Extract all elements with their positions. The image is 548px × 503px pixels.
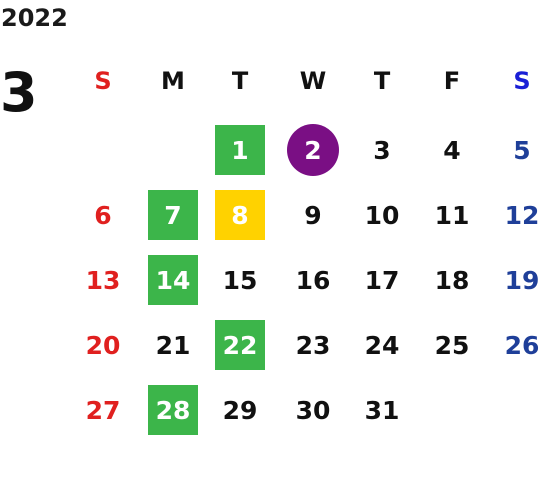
weekday-header-6: S [513,67,531,95]
day-cell-22[interactable]: 22 [215,320,265,370]
day-cell-24[interactable]: 24 [364,330,400,360]
day-cell-20[interactable]: 20 [85,330,121,360]
day-cell-28[interactable]: 28 [148,385,198,435]
day-cell-8[interactable]: 8 [215,190,265,240]
day-cell-7[interactable]: 7 [148,190,198,240]
day-cell-1[interactable]: 1 [215,125,265,175]
weekday-header-0: S [94,67,112,95]
day-cell-11[interactable]: 11 [434,200,470,230]
day-cell-12[interactable]: 12 [504,200,540,230]
day-cell-25[interactable]: 25 [434,330,470,360]
day-cell-30[interactable]: 30 [295,395,331,425]
day-cell-5[interactable]: 5 [513,135,531,165]
weekday-header-5: F [443,67,461,95]
day-cell-18[interactable]: 18 [434,265,470,295]
month-number: 3 [0,61,38,124]
day-cell-6[interactable]: 6 [94,200,112,230]
day-cell-17[interactable]: 17 [364,265,400,295]
day-cell-2[interactable]: 2 [287,124,339,176]
weekday-header-3: W [299,67,327,95]
day-cell-3[interactable]: 3 [373,135,391,165]
day-cell-9[interactable]: 9 [304,200,322,230]
day-cell-27[interactable]: 27 [85,395,121,425]
day-cell-29[interactable]: 29 [222,395,258,425]
weekday-header-1: M [161,67,185,95]
day-cell-14[interactable]: 14 [148,255,198,305]
day-cell-4[interactable]: 4 [443,135,461,165]
day-cell-16[interactable]: 16 [295,265,331,295]
day-cell-31[interactable]: 31 [364,395,400,425]
day-cell-10[interactable]: 10 [364,200,400,230]
day-cell-13[interactable]: 13 [85,265,121,295]
day-cell-15[interactable]: 15 [222,265,258,295]
day-cell-23[interactable]: 23 [295,330,331,360]
day-cell-21[interactable]: 21 [155,330,191,360]
year-label: 2022 [1,4,68,32]
day-cell-19[interactable]: 19 [504,265,540,295]
weekday-header-4: T [373,67,391,95]
weekday-header-2: T [231,67,249,95]
day-cell-26[interactable]: 26 [504,330,540,360]
